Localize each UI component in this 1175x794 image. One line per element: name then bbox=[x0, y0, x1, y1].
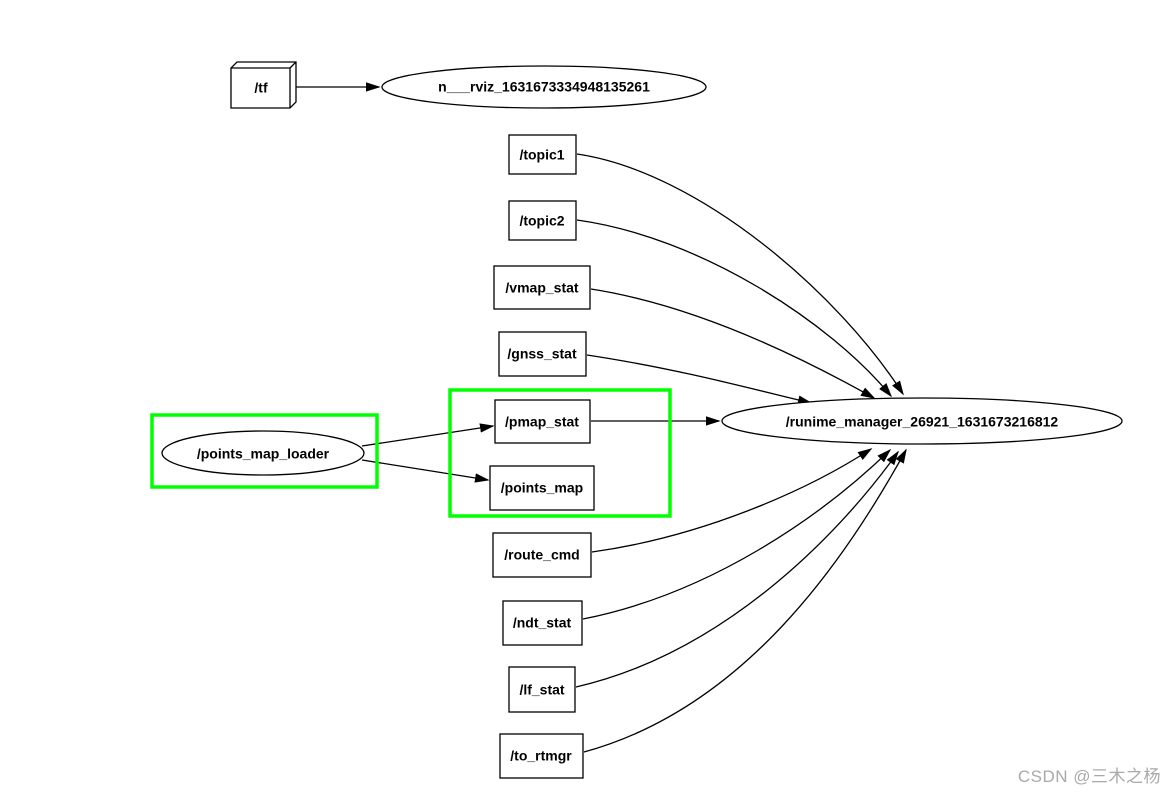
edge-route-cmd-to-runtime-manager bbox=[591, 448, 873, 553]
node-label-runtime-manager: /runime_manager_26921_1631673216812 bbox=[786, 414, 1059, 430]
node-label-topic2: /topic2 bbox=[519, 213, 564, 229]
node-tf: /tf bbox=[230, 61, 297, 109]
highlight-box-map-topics bbox=[448, 388, 672, 518]
edge-vmap-stat-to-runtime-manager bbox=[590, 288, 876, 399]
ndt-stat-rect-shape bbox=[502, 600, 583, 646]
node-label-vmap-stat: /vmap_stat bbox=[505, 280, 578, 296]
edge-ndt-stat-to-runtime-manager bbox=[582, 448, 892, 620]
points-map-loader-ellipse-shape bbox=[161, 430, 365, 476]
edge-points-map-loader-to-pmap-stat bbox=[361, 423, 495, 447]
node-label-rviz: n___rviz_1631673334948135261 bbox=[438, 79, 650, 95]
node-pmap-stat: /pmap_stat bbox=[494, 399, 591, 444]
node-label-lf-stat: /lf_stat bbox=[519, 682, 564, 698]
node-ndt-stat: /ndt_stat bbox=[502, 600, 583, 646]
edge-topic1-to-runtime-manager bbox=[576, 153, 904, 396]
node-label-points-map: /points_map bbox=[501, 480, 583, 496]
node-points-map-loader: /points_map_loader bbox=[161, 430, 365, 476]
gnss-stat-rect-shape bbox=[498, 331, 587, 377]
csdn-watermark: CSDN @三木之杨 bbox=[1017, 767, 1161, 786]
edge-points-map-loader-to-points-map bbox=[361, 459, 490, 483]
node-gnss-stat: /gnss_stat bbox=[498, 331, 587, 377]
node-topic1: /topic1 bbox=[508, 134, 577, 175]
node-label-tf: /tf bbox=[254, 80, 268, 96]
edges bbox=[296, 82, 907, 753]
points-map-rect-shape bbox=[489, 465, 595, 511]
node-label-gnss-stat: /gnss_stat bbox=[507, 346, 577, 362]
node-vmap-stat: /vmap_stat bbox=[493, 265, 591, 310]
lf-stat-rect-shape bbox=[508, 666, 576, 713]
node-label-topic1: /topic1 bbox=[519, 147, 564, 163]
topic1-rect-shape bbox=[508, 134, 577, 175]
node-label-ndt-stat: /ndt_stat bbox=[513, 615, 572, 631]
node-label-pmap-stat: /pmap_stat bbox=[505, 414, 579, 430]
rviz-ellipse-shape bbox=[381, 65, 707, 109]
node-rviz: n___rviz_1631673334948135261 bbox=[381, 65, 707, 109]
tf-box3d-corner-line bbox=[289, 61, 297, 69]
node-lf-stat: /lf_stat bbox=[508, 666, 576, 713]
vmap-stat-rect-shape bbox=[493, 265, 591, 310]
edge-gnss-stat-to-runtime-manager bbox=[586, 354, 813, 405]
node-label-points-map-loader: /points_map_loader bbox=[197, 446, 330, 462]
edge-to-rtmgr-to-runtime-manager bbox=[583, 448, 907, 753]
runtime-manager-ellipse-shape bbox=[721, 397, 1123, 445]
node-points-map: /points_map bbox=[489, 465, 595, 511]
edge-lf-stat-to-runtime-manager bbox=[575, 450, 899, 688]
node-route-cmd: /route_cmd bbox=[492, 532, 592, 578]
pmap-stat-rect-shape bbox=[494, 399, 591, 444]
route-cmd-rect-shape bbox=[492, 532, 592, 578]
highlight-box-points-map-loader bbox=[150, 413, 379, 489]
to-rtmgr-rect-shape bbox=[499, 733, 584, 779]
node-label-to-rtmgr: /to_rtmgr bbox=[510, 748, 572, 764]
edge-topic2-to-runtime-manager bbox=[576, 219, 893, 398]
node-to-rtmgr: /to_rtmgr bbox=[499, 733, 584, 779]
node-label-route-cmd: /route_cmd bbox=[504, 547, 579, 563]
node-topic2: /topic2 bbox=[508, 200, 577, 241]
node-runtime-manager: /runime_manager_26921_1631673216812 bbox=[721, 397, 1123, 445]
topic2-rect-shape bbox=[508, 200, 577, 241]
